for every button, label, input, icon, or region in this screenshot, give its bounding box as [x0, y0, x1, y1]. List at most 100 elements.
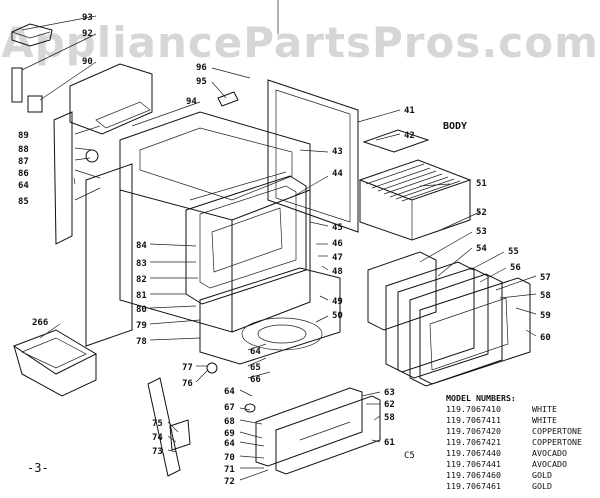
part-broiler-rack [362, 129, 430, 153]
callout-88: 88 [18, 145, 29, 155]
callout-63: 63 [384, 388, 395, 398]
callout-58b: 58 [384, 413, 395, 423]
callout-82: 82 [136, 275, 147, 285]
callout-92: 92 [82, 29, 93, 39]
callout-60: 60 [540, 333, 551, 343]
callout-labels: 93 92 90 94 89 88 87 86 64 85 96 95 41 4… [18, 13, 551, 487]
callout-54: 54 [476, 244, 487, 254]
callout-93: 93 [82, 13, 93, 23]
model-row: 119.7067460 GOLD [446, 470, 582, 481]
model-row: 119.7067441 AVOCADO [446, 459, 582, 470]
callout-61: 61 [384, 438, 395, 448]
model-color: GOLD [532, 470, 552, 480]
leader-lines [21, 15, 537, 481]
model-row: 119.7067420 COPPERTONE [446, 426, 582, 437]
callout-68: 68 [224, 417, 235, 427]
callout-83: 83 [136, 259, 147, 269]
model-row: 119.7067440 AVOCADO [446, 448, 582, 459]
callout-74: 74 [152, 433, 163, 443]
callout-87: 87 [18, 157, 29, 167]
model-color: WHITE [532, 415, 557, 425]
part-left-side-panel [53, 111, 133, 347]
model-number: 119.7067421 [446, 437, 501, 447]
model-number: 119.7067440 [446, 448, 501, 458]
part-side-brackets [11, 67, 43, 113]
part-drawer-side [147, 377, 191, 477]
model-number: 119.7067410 [446, 404, 501, 414]
callout-58: 58 [540, 291, 551, 301]
model-header: MODEL NUMBERS: [446, 393, 516, 403]
callout-73: 73 [152, 447, 163, 457]
callout-75: 75 [152, 419, 163, 429]
model-color: AVOCADO [532, 448, 567, 458]
callout-59: 59 [540, 311, 551, 321]
callout-45: 45 [332, 223, 343, 233]
callout-46: 46 [332, 239, 343, 249]
model-row: 119.7067410 WHITE [446, 404, 582, 415]
model-color: COPPERTONE [532, 437, 582, 447]
model-number: 119.7067420 [446, 426, 501, 436]
callout-64: 64 [18, 181, 29, 191]
page-number: -3- [27, 461, 49, 475]
callout-69: 69 [224, 429, 235, 439]
callout-86: 86 [18, 169, 29, 179]
callout-79: 79 [136, 321, 147, 331]
callout-81: 81 [136, 291, 147, 301]
model-color: GOLD [532, 481, 552, 491]
model-row: 119.7067461 GOLD [446, 481, 582, 492]
callout-57: 57 [540, 273, 551, 283]
part-small-fittings [85, 91, 256, 413]
callout-90: 90 [82, 57, 93, 67]
model-number: 119.7067441 [446, 459, 501, 469]
model-color: COPPERTONE [532, 426, 582, 436]
callout-71: 71 [224, 465, 235, 475]
model-color: WHITE [532, 404, 557, 414]
model-row: 119.7067411 WHITE [446, 415, 582, 426]
callout-72: 72 [224, 477, 235, 487]
part-broiler-pan [12, 329, 98, 397]
callout-49: 49 [332, 297, 343, 307]
part-door-assembly [367, 251, 531, 387]
callout-52: 52 [476, 208, 487, 218]
callout-266: 266 [32, 318, 48, 328]
part-lower-frame [199, 267, 341, 365]
callout-56: 56 [510, 263, 521, 273]
callout-80: 80 [136, 305, 147, 315]
model-number: 119.7067460 [446, 470, 501, 480]
callout-89: 89 [18, 131, 29, 141]
part-back-panel [69, 63, 153, 135]
part-oven-body [119, 111, 311, 333]
part-top-cap [11, 23, 53, 47]
model-number: 119.7067461 [446, 481, 501, 491]
watermark: AppliancePartsPros.com [1, 18, 599, 67]
callout-76: 76 [182, 379, 193, 389]
callout-66: 66 [250, 375, 261, 385]
corner-mark: C5 [404, 451, 415, 461]
callout-43: 43 [332, 147, 343, 157]
callout-78: 78 [136, 337, 147, 347]
callout-48: 48 [332, 267, 343, 277]
callout-85: 85 [18, 197, 29, 207]
callout-70: 70 [224, 453, 235, 463]
callout-64b: 64 [250, 347, 261, 357]
callout-50: 50 [332, 311, 343, 321]
part-drawer-front [255, 387, 381, 475]
callout-67: 67 [224, 403, 235, 413]
part-oven-rack [358, 159, 472, 241]
callout-55: 55 [508, 247, 519, 257]
callout-53: 53 [476, 227, 487, 237]
callout-65: 65 [250, 363, 261, 373]
callout-62: 62 [384, 400, 395, 410]
callout-51: 51 [476, 179, 487, 189]
model-color: AVOCADO [532, 459, 567, 469]
diagram-label: BODY [443, 121, 468, 132]
callout-96: 96 [196, 63, 207, 73]
callout-95: 95 [196, 77, 207, 87]
model-number: 119.7067411 [446, 415, 501, 425]
callout-42: 42 [404, 131, 415, 141]
callout-64d: 64 [224, 439, 235, 449]
callout-77: 77 [182, 363, 193, 373]
callout-64c: 64 [224, 387, 235, 397]
